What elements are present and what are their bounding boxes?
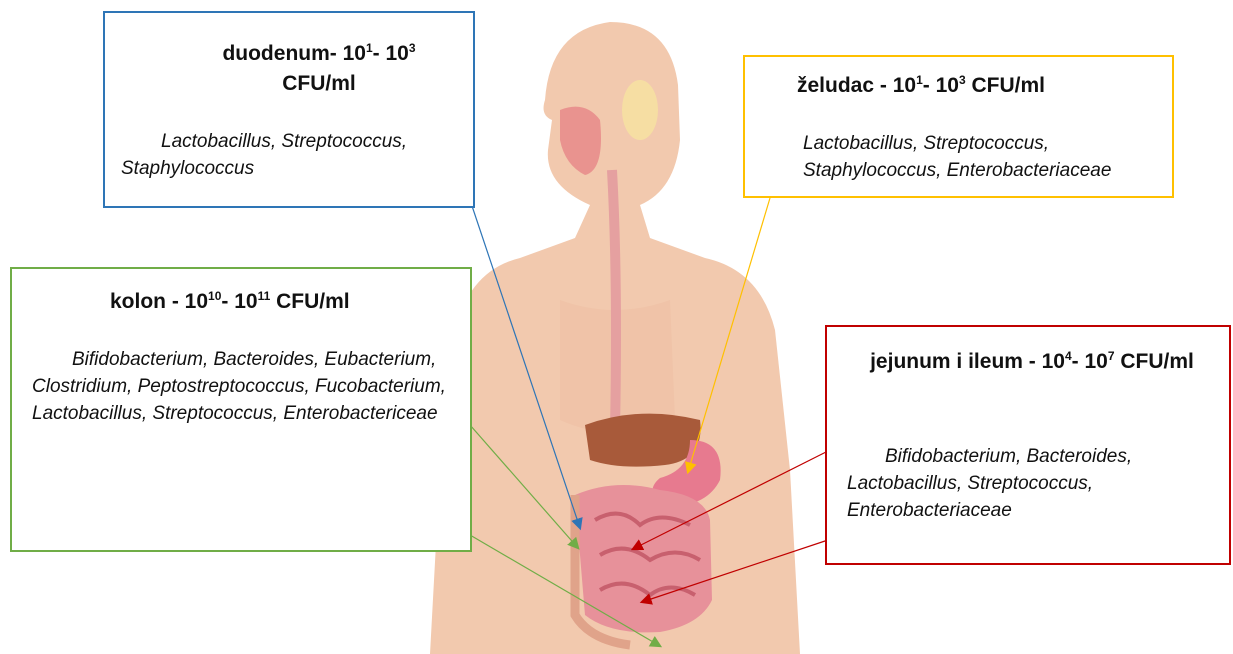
jejunum-exp2: 7	[1108, 349, 1115, 363]
kolon-box: kolon - 1010- 1011 CFU/ml Bifidobacteriu…	[10, 267, 472, 552]
jejunum-title-mid: - 10	[1072, 350, 1108, 373]
kolon-title-prefix: kolon - 10	[110, 290, 208, 313]
esophagus	[612, 170, 616, 430]
zeludac-exp1: 1	[916, 73, 923, 87]
intestines	[575, 485, 712, 645]
zeludac-bacteria: Lactobacillus, Streptococcus, Staphyloco…	[803, 130, 1173, 184]
jejunum-title-prefix: jejunum i ileum - 10	[870, 350, 1065, 373]
duodenum-unit: CFU/ml	[282, 72, 356, 95]
duodenum-title: duodenum- 101- 103 CFU/ml	[199, 39, 439, 99]
zeludac-title-prefix: želudac - 10	[797, 74, 916, 97]
jejunum-exp1: 4	[1065, 349, 1072, 363]
jejunum-box: jejunum i ileum - 104- 107 CFU/ml Bifido…	[825, 325, 1231, 565]
duodenum-exp2: 3	[409, 41, 416, 55]
zeludac-unit: CFU/ml	[966, 74, 1045, 97]
kolon-title: kolon - 1010- 1011 CFU/ml	[110, 287, 470, 317]
zeludac-exp2: 3	[959, 73, 966, 87]
zeludac-title-mid: - 10	[923, 74, 959, 97]
duodenum-bacteria: Lactobacillus, Streptococcus, Staphyloco…	[121, 128, 471, 182]
duodenum-box: duodenum- 101- 103 CFU/ml Lactobacillus,…	[103, 11, 475, 208]
duodenum-title-prefix: duodenum- 10	[222, 42, 366, 65]
duodenum-title-mid: - 10	[373, 42, 409, 65]
kolon-bacteria: Bifidobacterium, Bacteroides, Eubacteriu…	[32, 346, 462, 427]
zeludac-box: želudac - 101- 103 CFU/ml Lactobacillus,…	[743, 55, 1174, 198]
jejunum-unit: CFU/ml	[1115, 350, 1194, 373]
zeludac-title: želudac - 101- 103 CFU/ml	[797, 71, 1157, 101]
kolon-unit: CFU/ml	[270, 290, 349, 313]
jejunum-bacteria: Bifidobacterium, Bacteroides, Lactobacil…	[847, 443, 1227, 524]
kolon-exp1: 10	[208, 289, 221, 303]
jejunum-title: jejunum i ileum - 104- 107 CFU/ml	[857, 347, 1207, 377]
duodenum-exp1: 1	[366, 41, 373, 55]
kolon-exp2: 11	[258, 289, 271, 303]
liver	[585, 414, 701, 467]
kolon-title-mid: - 10	[221, 290, 257, 313]
